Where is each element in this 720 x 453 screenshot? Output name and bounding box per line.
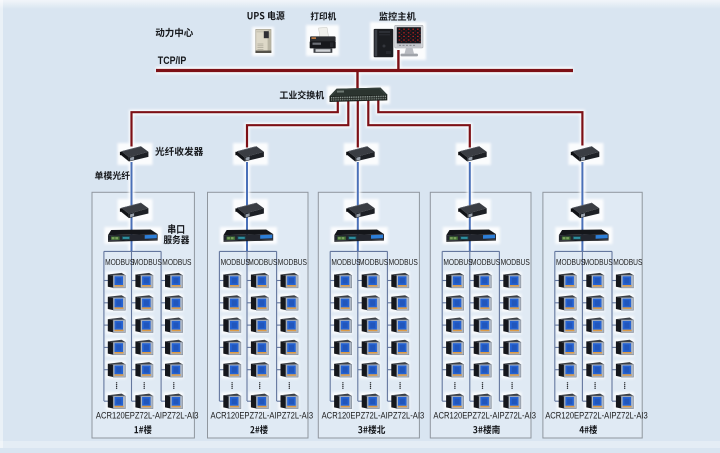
svg-text:MODBUS: MODBUS xyxy=(162,257,191,267)
svg-text:MODBUS: MODBUS xyxy=(221,257,250,267)
svg-text:MODBUS: MODBUS xyxy=(556,257,585,267)
svg-text:MODBUS: MODBUS xyxy=(105,257,134,267)
svg-text:MODBUS: MODBUS xyxy=(389,257,418,267)
svg-text:MODBUS: MODBUS xyxy=(133,257,162,267)
svg-text:MODBUS: MODBUS xyxy=(359,257,388,267)
svg-text:TCP/IP: TCP/IP xyxy=(158,55,187,67)
svg-text:ACR120EPZ72L-AIPZ72L-AI3: ACR120EPZ72L-AIPZ72L-AI3 xyxy=(322,410,425,420)
svg-text:MODBUS: MODBUS xyxy=(584,257,613,267)
svg-text:ACR120EPZ72L-AIPZ72L-AI3: ACR120EPZ72L-AIPZ72L-AI3 xyxy=(545,410,648,420)
svg-text:MODBUS: MODBUS xyxy=(471,257,500,267)
svg-text:ACR120EPZ72L-AIPZ72L-AI3: ACR120EPZ72L-AIPZ72L-AI3 xyxy=(96,410,199,420)
svg-text:MODBUS: MODBUS xyxy=(248,257,277,267)
svg-text:ACR120EPZ72L-AIPZ72L-AI3: ACR120EPZ72L-AIPZ72L-AI3 xyxy=(211,410,314,420)
svg-text:MODBUS: MODBUS xyxy=(331,257,360,267)
svg-text:MODBUS: MODBUS xyxy=(278,257,307,267)
svg-text:ACR120EPZ72L-AIPZ72L-AI3: ACR120EPZ72L-AIPZ72L-AI3 xyxy=(433,410,536,420)
svg-text:MODBUS: MODBUS xyxy=(443,257,472,267)
svg-text:MODBUS: MODBUS xyxy=(501,257,530,267)
svg-text:MODBUS: MODBUS xyxy=(613,257,642,267)
